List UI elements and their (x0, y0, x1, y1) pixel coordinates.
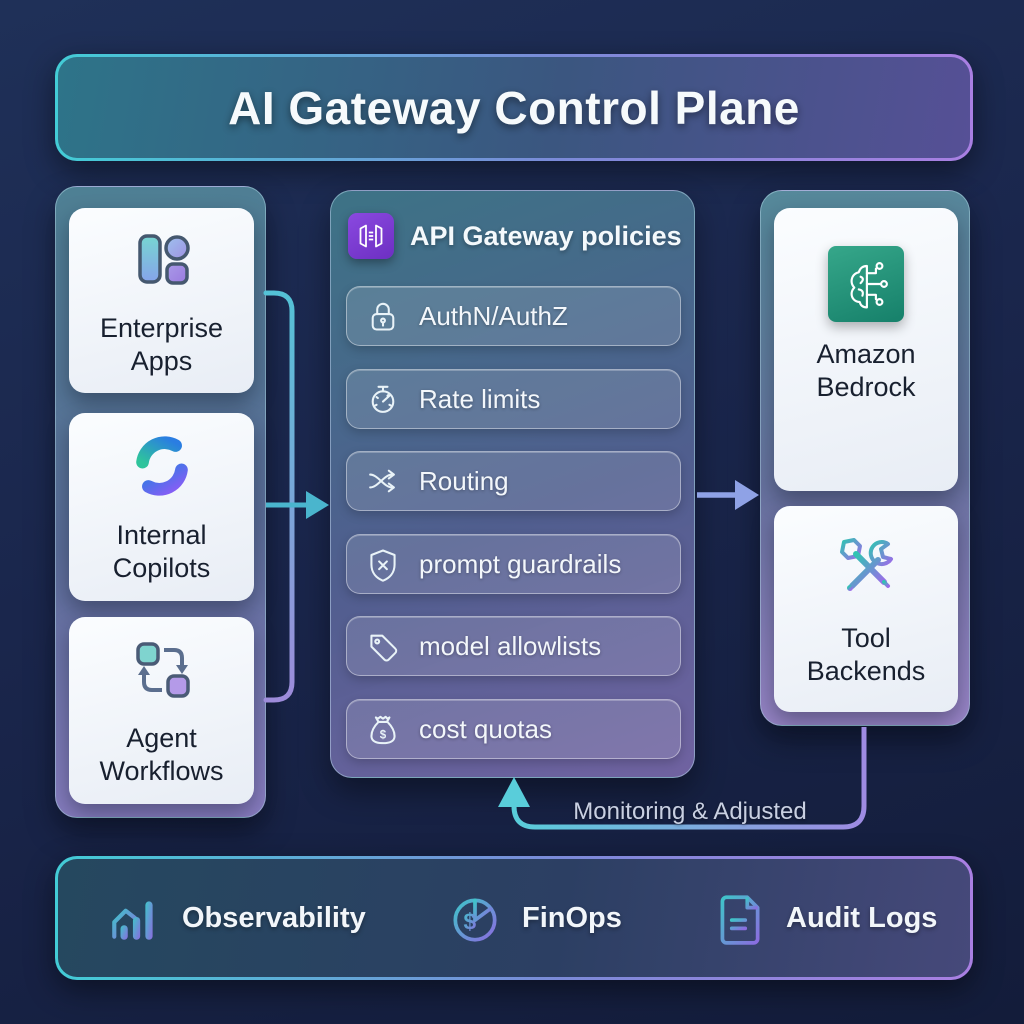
money-bag-icon: $ (365, 711, 401, 747)
footer-item-audit-logs: Audit Logs (710, 859, 937, 977)
policy-label: cost quotas (419, 713, 552, 744)
left-arrowhead-icon (306, 491, 329, 519)
page-title: AI Gateway Control Plane (228, 81, 800, 134)
svg-text:$: $ (380, 730, 387, 742)
policy-routing: Routing (346, 451, 681, 511)
workflow-cycle-icon (126, 634, 198, 706)
api-gateway-icon (348, 213, 394, 259)
stopwatch-icon (365, 381, 401, 417)
footer-item-finops: $ FinOps (446, 859, 622, 977)
footer-label: FinOps (522, 901, 622, 934)
node-amazon-bedrock: Amazon Bedrock (774, 208, 958, 491)
node-label: Agent Workflows (99, 722, 224, 786)
right-column-panel: Amazon Bedrock Tool Backends (760, 190, 970, 726)
apps-grid-icon (126, 224, 198, 296)
policy-label: prompt guardrails (419, 548, 622, 579)
policy-label: Rate limits (419, 383, 541, 414)
policy-label: Routing (419, 465, 509, 496)
title-banner: AI Gateway Control Plane (55, 54, 973, 161)
left-column-panel: Enterprise Apps Internal Copilots (55, 186, 266, 818)
node-label: Tool Backends (806, 623, 926, 686)
bedrock-icon (828, 246, 904, 322)
policy-label: model allowlists (419, 630, 602, 661)
pie-dollar-icon: $ (446, 889, 504, 947)
policy-authn-authz: AuthN/AuthZ (346, 286, 681, 346)
feedback-arrowhead-icon (498, 777, 530, 807)
node-internal-copilots: Internal Copilots (69, 413, 254, 601)
policy-prompt-guardrails: prompt guardrails (346, 534, 681, 594)
policy-label: AuthN/AuthZ (419, 300, 568, 331)
node-label: Amazon Bedrock (816, 339, 916, 402)
left-merge-connector (263, 290, 295, 703)
footer-label: Observability (182, 901, 366, 934)
tag-icon (365, 628, 401, 664)
footer-label: Audit Logs (786, 901, 938, 934)
bar-chart-icon (106, 889, 164, 947)
feedback-label: Monitoring & Adjusted (573, 798, 807, 825)
lock-icon (365, 298, 401, 334)
right-arrowhead-icon (735, 480, 759, 510)
node-enterprise-apps: Enterprise Apps (69, 208, 254, 393)
svg-text:$: $ (463, 908, 476, 934)
panel-title: API Gateway policies (410, 220, 682, 251)
api-gateway-panel: API Gateway policies AuthN/AuthZ Rate li… (330, 190, 695, 778)
tools-icon (828, 530, 904, 606)
policy-rate-limits: Rate limits (346, 369, 681, 429)
node-agent-workflows: Agent Workflows (69, 617, 254, 804)
panel-header: API Gateway policies (348, 213, 682, 259)
footer-item-observability: Observability (106, 859, 366, 977)
shuffle-icon (365, 463, 401, 499)
shield-x-icon (365, 546, 401, 582)
footer-bar: Observability $ FinOps (55, 856, 973, 980)
policy-cost-quotas: $ cost quotas (346, 699, 681, 759)
document-icon (710, 889, 768, 947)
policy-model-allowlists: model allowlists (346, 616, 681, 676)
copilot-icon (125, 429, 199, 503)
node-label: Internal Copilots (112, 520, 211, 583)
node-tool-backends: Tool Backends (774, 506, 958, 712)
node-label: Enterprise Apps (99, 312, 224, 376)
